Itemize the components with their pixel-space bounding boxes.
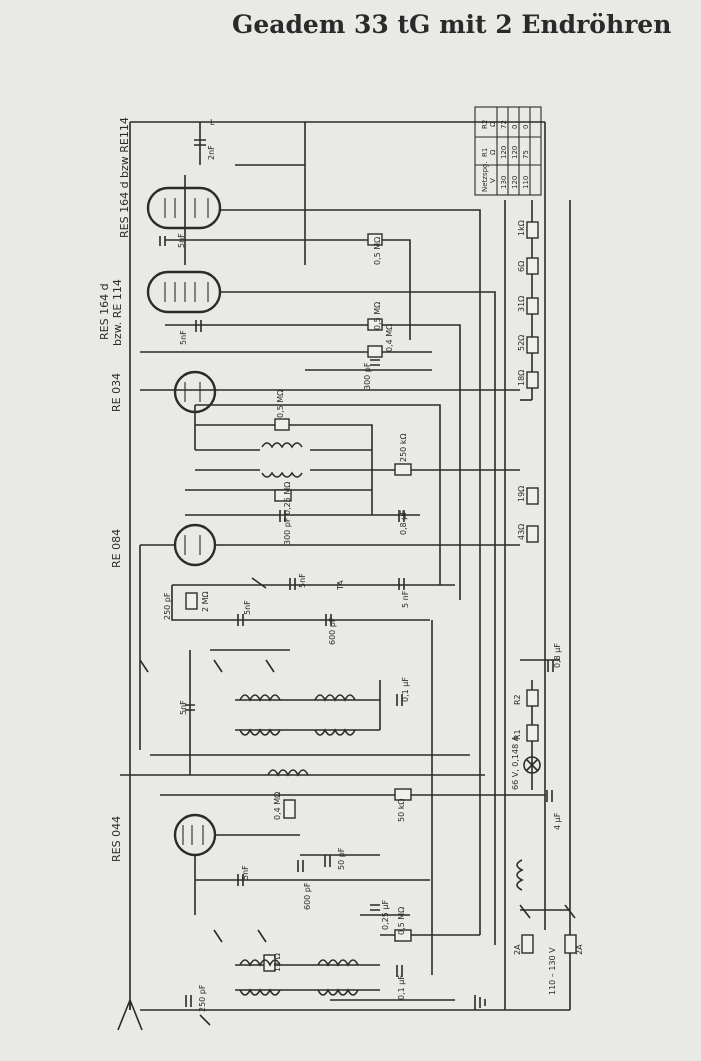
label-c-5nf-a: 5nF xyxy=(177,233,186,248)
misc-symbols xyxy=(117,577,576,1031)
label-r-250k: 250 kΩ xyxy=(399,433,408,462)
label-c-08uf-a: 0,8 µF xyxy=(399,510,408,535)
label-r-12: 12 Ω xyxy=(273,953,282,972)
label-c-5nf-ta2: 5 nF xyxy=(401,590,410,608)
label-L: L xyxy=(210,118,215,127)
table-unit-v: V xyxy=(489,178,497,183)
label-r-05m-d: 0,5 MΩ xyxy=(397,907,406,935)
tube-re084 xyxy=(173,523,217,567)
label-fuse-b: 2A xyxy=(575,944,584,955)
label-re034: RE 034 xyxy=(110,373,123,412)
table-cell: 110 xyxy=(522,176,530,189)
label-c-5nf-b: 5nF xyxy=(179,330,188,345)
label-c-025uf: 0,25 µF xyxy=(381,900,390,930)
label-r-04m-b: 0,4 MΩ xyxy=(273,792,282,820)
table-unit-r1: Ω xyxy=(489,149,497,155)
table-cell: 0 xyxy=(511,125,519,129)
coils xyxy=(239,442,524,996)
label-r-31: 31Ω xyxy=(517,296,526,312)
label-c-08uf-b: 0,8 µF xyxy=(553,643,562,668)
label-fuse-a: 2A xyxy=(513,944,522,955)
table-cell: 120 xyxy=(511,146,519,159)
label-c-2nf: 2nF xyxy=(207,145,216,160)
label-r-2m: 2 MΩ xyxy=(201,591,210,612)
tube-re034 xyxy=(173,370,217,414)
label-res164d-line1: RES 164 d xyxy=(98,283,111,340)
label-c-250pf-a: 250 pF xyxy=(163,592,172,620)
tube-res164d-top xyxy=(146,186,222,230)
label-c-01uf-a: 0,1 µF xyxy=(401,677,410,702)
tube-res044 xyxy=(173,813,217,857)
label-re084: RE 084 xyxy=(110,529,123,568)
label-res164d-top: RES 164 d bzw RE114 xyxy=(118,117,131,238)
label-c-4uf: 4 µF xyxy=(553,812,562,830)
label-res164d-line2: bzw. RE 114 xyxy=(111,279,124,346)
label-r-1k: 1kΩ xyxy=(517,220,526,236)
label-c-250pf-b: 250 pF xyxy=(198,984,207,1012)
label-r-18: 18Ω xyxy=(517,370,526,386)
label-r-19: 19Ω xyxy=(517,486,526,502)
voltage-table: Netzspg. R1 R2 V Ω Ω 130 120 72 120 120 … xyxy=(474,106,542,196)
label-lamp: 66 V, 0,148 A xyxy=(511,735,520,790)
label-r1: R1 xyxy=(513,729,522,740)
label-c-5nf-c: 5nF xyxy=(243,600,252,615)
label-c-50pf: 50 pF xyxy=(337,847,346,870)
label-res044: RES 044 xyxy=(110,816,123,862)
label-r-04m: 0,4 MΩ xyxy=(385,324,394,352)
label-r-025m: 0,25 MΩ xyxy=(283,482,292,515)
label-r-05m-c: 0,5 MΩ xyxy=(276,390,285,418)
label-c-5nf-e: 5nF xyxy=(179,700,188,715)
table-unit-r2: Ω xyxy=(489,121,497,127)
label-r2: R2 xyxy=(513,694,522,705)
label-c-01uf-b: 0,1 µF xyxy=(397,975,406,1000)
wiring xyxy=(120,121,571,1011)
label-r-50k: 50 kΩ xyxy=(397,799,406,822)
label-r-05m-b: 0,5 MΩ xyxy=(373,302,382,330)
table-cell: 0 xyxy=(522,125,530,129)
table-cell: 130 xyxy=(500,176,508,189)
label-r-43: 43Ω xyxy=(517,524,526,540)
capacitors xyxy=(159,139,554,1007)
table-cell: 120 xyxy=(511,176,519,189)
table-header-netzspg: Netzspg. xyxy=(481,161,489,192)
label-c-300pf-a: 300 pF xyxy=(363,362,372,390)
table-header-r1: R1 xyxy=(481,148,489,157)
label-r-52: 52Ω xyxy=(517,335,526,351)
table-cell: 75 xyxy=(522,150,530,159)
label-c-5nf-ta: 5nF xyxy=(298,573,307,588)
label-ta: TA xyxy=(336,580,345,591)
label-c-300pf-b: 300 pF xyxy=(283,517,292,545)
label-c-600pf-a: 600 pF xyxy=(328,617,337,645)
table-cell: 72 xyxy=(500,120,508,129)
label-c-600pf-b: 600 pF xyxy=(303,882,312,910)
table-header-r2: R2 xyxy=(481,120,489,129)
table-cell: 120 xyxy=(500,146,508,159)
label-c-5nf-f: 5nF xyxy=(241,865,250,880)
diagram-title: Geadem 33 tG mit 2 Endröhren xyxy=(232,10,672,39)
label-r-05m-a: 0,5 MΩ xyxy=(373,237,382,265)
label-mains: 110 – 130 V xyxy=(548,947,557,995)
label-r-6: 6Ω xyxy=(517,261,526,272)
tube-res164d-bottom xyxy=(146,270,222,314)
resistors xyxy=(185,221,577,972)
